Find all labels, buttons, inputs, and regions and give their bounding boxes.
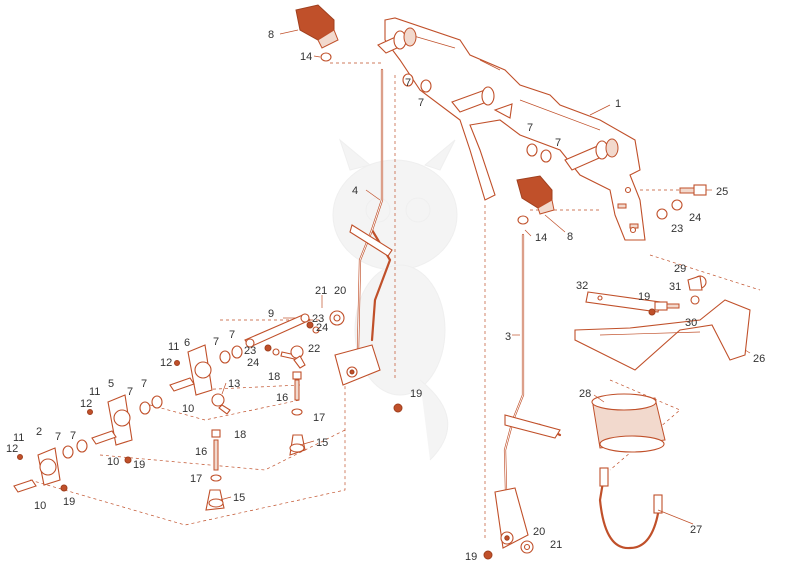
- bushings-upper: [402, 73, 552, 163]
- callout-leaders: [219, 29, 751, 525]
- callout-24: 24: [247, 357, 259, 369]
- callout-17: 17: [190, 473, 202, 485]
- callout-12: 12: [80, 398, 92, 410]
- callout-15: 15: [316, 437, 328, 449]
- callout-1: 1: [615, 98, 621, 110]
- callout-9: 9: [268, 308, 274, 320]
- callout-21: 21: [550, 539, 562, 551]
- callout-22: 22: [308, 343, 320, 355]
- knob-middle: [516, 175, 555, 225]
- callout-8: 8: [268, 29, 274, 41]
- callout-31: 31: [669, 281, 681, 293]
- callout-11: 11: [89, 386, 100, 398]
- callout-14: 14: [535, 232, 547, 244]
- callout-18: 18: [234, 429, 246, 441]
- callout-25: 25: [716, 186, 728, 198]
- nut-19-center: [393, 403, 403, 413]
- callout-27: 27: [690, 524, 702, 536]
- bolt-25: [656, 184, 707, 220]
- callout-4: 4: [352, 185, 358, 197]
- knob-top: [295, 4, 339, 62]
- assembly-guide-lines: [29, 62, 761, 540]
- pivot-arm-2: [13, 439, 88, 493]
- callout-12: 12: [6, 443, 18, 455]
- bolt-29-30-31: [648, 275, 707, 316]
- ball-joint-13: [290, 345, 306, 369]
- sleeve-28: [591, 393, 666, 453]
- callout-23: 23: [244, 345, 256, 357]
- ball-joint-13-left: [211, 393, 231, 415]
- callout-26: 26: [753, 353, 765, 365]
- callout-10: 10: [107, 456, 119, 468]
- callout-7: 7: [418, 97, 424, 109]
- pivot-arm-5: [91, 394, 163, 464]
- callout-19: 19: [638, 291, 650, 303]
- callout-11: 11: [13, 432, 24, 444]
- shift-lever-left: [334, 68, 393, 386]
- callout-8: 8: [567, 231, 573, 243]
- callout-7: 7: [141, 378, 147, 390]
- callout-16: 16: [195, 446, 207, 458]
- callout-30: 30: [685, 317, 697, 329]
- callout-19: 19: [63, 496, 75, 508]
- nut-19-bottom: [483, 540, 534, 560]
- callout-7: 7: [213, 336, 219, 348]
- callout-20: 20: [533, 526, 545, 538]
- callout-19: 19: [133, 459, 145, 471]
- callout-15: 15: [233, 492, 245, 504]
- u-bolt-27: [598, 467, 663, 550]
- callout-3: 3: [505, 331, 511, 343]
- callout-12: 12: [160, 357, 172, 369]
- mount-plate-32: [585, 291, 661, 313]
- callout-29: 29: [674, 263, 686, 275]
- callout-7: 7: [127, 386, 133, 398]
- pins-12-11: [17, 360, 180, 460]
- callout-7: 7: [229, 329, 235, 341]
- callout-23: 23: [671, 223, 683, 235]
- callout-11: 11: [168, 341, 179, 353]
- callout-24: 24: [689, 212, 701, 224]
- callout-10: 10: [182, 403, 194, 415]
- stud-upper: [289, 371, 306, 456]
- bracket-shafts: [377, 27, 619, 171]
- callout-labels: 1 2 3 4 5 6 7 7 7 7 7 7 7 7 7 7 8 8 9 10…: [6, 29, 765, 563]
- callout-2: 2: [36, 426, 42, 438]
- callout-24: 24: [316, 322, 328, 334]
- callout-16: 16: [276, 392, 288, 404]
- callout-28: 28: [579, 388, 591, 400]
- callout-5: 5: [108, 378, 114, 390]
- link-bar: [244, 313, 311, 348]
- callout-20: 20: [334, 285, 346, 297]
- callout-7: 7: [527, 122, 533, 134]
- callout-19: 19: [465, 551, 477, 563]
- callout-7: 7: [555, 137, 561, 149]
- pivot-arm-6: [169, 344, 243, 396]
- callout-21: 21: [315, 285, 327, 297]
- callout-6: 6: [184, 337, 190, 349]
- callout-13: 13: [228, 378, 240, 390]
- washer-20-top: [321, 295, 345, 326]
- callout-17: 17: [313, 412, 325, 424]
- callout-7: 7: [55, 431, 61, 443]
- callout-18: 18: [268, 371, 280, 383]
- callout-7: 7: [70, 430, 76, 442]
- shift-lever-right: [494, 233, 562, 549]
- support-bracket-26: [574, 299, 751, 371]
- callout-14: 14: [300, 51, 312, 63]
- callout-7: 7: [405, 77, 411, 89]
- callout-10: 10: [34, 500, 46, 512]
- callout-23: 23: [312, 313, 324, 325]
- callout-19: 19: [410, 388, 422, 400]
- stud-lower: [205, 429, 225, 511]
- callout-32: 32: [576, 280, 588, 292]
